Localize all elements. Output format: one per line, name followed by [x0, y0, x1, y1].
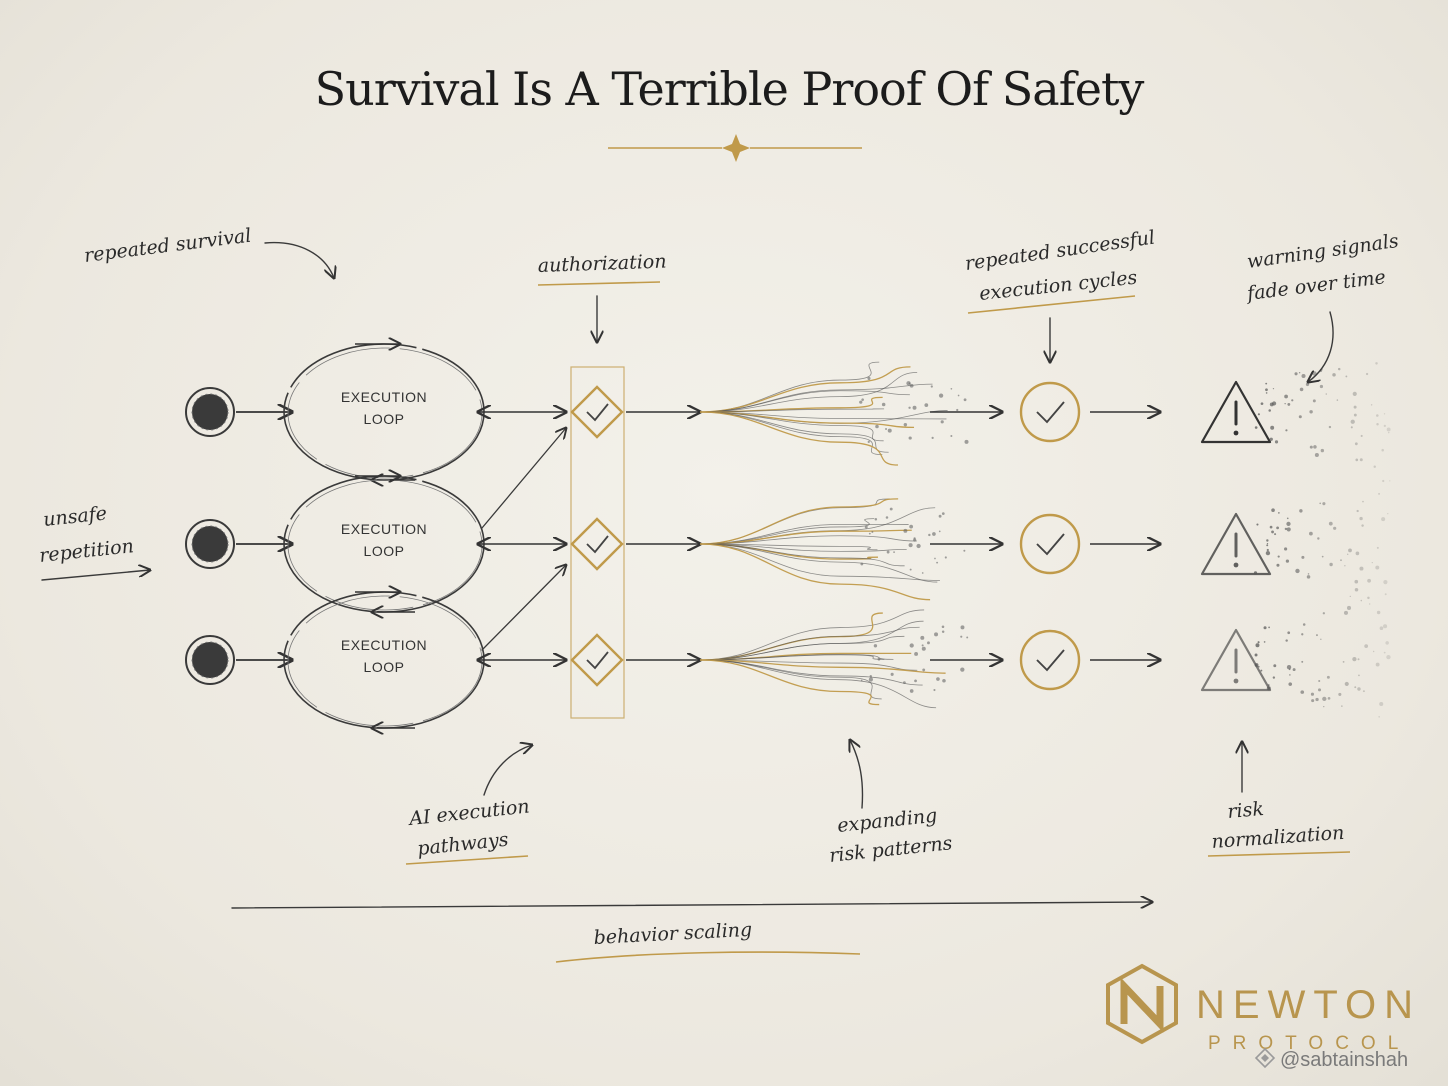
start-node-icon — [185, 635, 235, 685]
annotation-expanding: expanding — [836, 805, 938, 837]
execution-row: EXECUTION LOOP — [185, 476, 1391, 612]
authorization-check-icon — [570, 517, 624, 571]
underline — [405, 855, 529, 865]
annotation-pathways: pathways — [416, 829, 509, 860]
execution-row: EXECUTION LOOP — [185, 344, 1391, 480]
page-title: Survival Is A Terrible Proof Of Safety — [315, 62, 1145, 116]
behavior-scaling-arrow — [231, 902, 1152, 909]
newton-logo-icon — [1106, 963, 1178, 1045]
success-check-icon — [1019, 513, 1081, 575]
annotation-normalization: normalization — [1211, 822, 1345, 853]
diamond-logo-icon — [1254, 1047, 1276, 1069]
authorization-check-icon — [570, 633, 624, 687]
execution-loop: EXECUTION LOOP — [283, 592, 485, 728]
fading-particles — [1254, 603, 1391, 718]
curved-arrow-icon — [264, 241, 334, 278]
risk-pathway-fan — [699, 609, 969, 709]
handle-text: @sabtainshah — [1280, 1049, 1408, 1071]
annotation-risk-patterns: risk patterns — [828, 832, 953, 867]
authorization-column — [570, 366, 625, 719]
arrow-icon — [41, 570, 150, 581]
title-divider — [608, 134, 862, 162]
curved-arrow-icon — [850, 740, 864, 809]
arrow-icon — [481, 428, 566, 529]
underline — [537, 281, 661, 286]
success-check-icon — [1019, 381, 1081, 443]
arrow-icon — [481, 565, 566, 651]
brand-name: NEWTON — [1196, 983, 1421, 1027]
handle-badge: @sabtainshah — [1254, 1047, 1408, 1071]
loop-label: LOOP — [364, 543, 405, 559]
annotation-behavior-scaling: behavior scaling — [593, 919, 753, 949]
curved-arrow-icon — [483, 745, 532, 796]
annotation-repeated-survival: repeated survival — [83, 225, 253, 267]
loop-label: EXECUTION — [341, 389, 427, 405]
annotation-fade-over-time: fade over time — [1244, 266, 1387, 305]
start-node-icon — [185, 387, 235, 437]
underline — [1207, 851, 1351, 857]
curved-arrow-icon — [1308, 311, 1334, 382]
star-ornament-icon — [722, 134, 750, 162]
success-check-icon — [1019, 629, 1081, 691]
loop-label: LOOP — [364, 411, 405, 427]
annotation-authorization: authorization — [537, 251, 666, 277]
annotation-risk: risk — [1227, 798, 1265, 823]
start-node-icon — [185, 519, 235, 569]
loop-label: LOOP — [364, 659, 405, 675]
warning-icon — [1200, 512, 1272, 576]
execution-loop: EXECUTION LOOP — [283, 344, 485, 480]
authorization-check-icon — [570, 385, 624, 439]
warning-icon — [1200, 380, 1272, 444]
annotation-execution-cycles: execution cycles — [978, 266, 1138, 304]
annotation-unsafe: unsafe — [42, 502, 108, 531]
newton-logo: NEWTON PROTOCOL — [1106, 963, 1421, 1054]
annotation-repetition: repetition — [38, 535, 135, 567]
execution-row: EXECUTION LOOP — [185, 592, 1391, 728]
fading-particles — [1253, 479, 1391, 602]
underline — [967, 295, 1136, 314]
fading-particles — [1254, 362, 1391, 468]
risk-pathway-fan — [699, 361, 969, 466]
underline — [555, 951, 861, 963]
risk-pathway-fan — [699, 498, 966, 601]
brand-subtitle: PROTOCOL — [1208, 1033, 1410, 1054]
warning-icon — [1200, 628, 1272, 692]
annotation-ai-execution: AI execution — [406, 795, 530, 830]
loop-label: EXECUTION — [341, 637, 427, 653]
loop-label: EXECUTION — [341, 521, 427, 537]
